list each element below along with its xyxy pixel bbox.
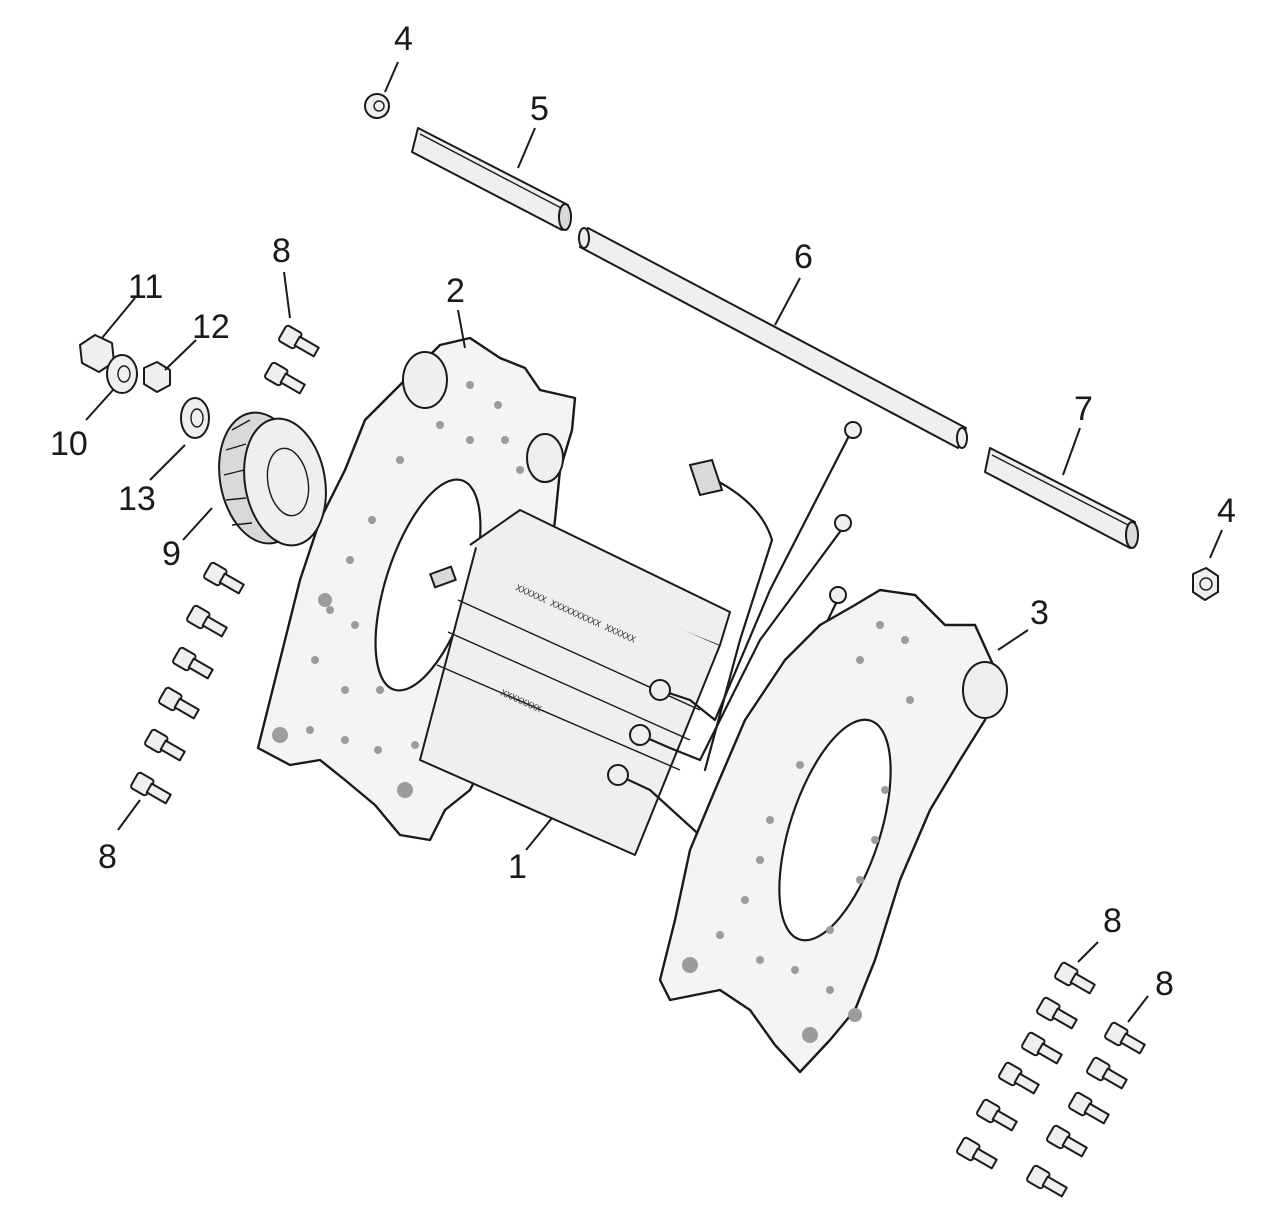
bolt	[130, 771, 172, 805]
bolt	[1026, 1164, 1068, 1198]
bolt	[203, 561, 245, 595]
callout-6: 6	[794, 238, 813, 276]
callout-3: 3	[1030, 594, 1049, 632]
bolt	[158, 686, 200, 720]
nut-part-12	[143, 361, 171, 393]
bolt	[956, 1136, 998, 1170]
bolt	[1104, 1021, 1146, 1055]
nut-part-4-right	[1192, 567, 1219, 601]
rail-part-7	[984, 447, 1139, 549]
bolt	[1046, 1124, 1088, 1158]
bolt	[1054, 961, 1096, 995]
bolt	[1086, 1056, 1128, 1090]
callout-8-right-a: 8	[1103, 902, 1122, 940]
bolt	[264, 361, 306, 395]
rod-part-6	[578, 227, 968, 449]
callout-2: 2	[446, 272, 465, 310]
callout-1: 1	[508, 848, 527, 886]
callout-4-top: 4	[394, 20, 413, 58]
bolt	[976, 1098, 1018, 1132]
callout-13: 13	[118, 480, 156, 518]
callout-8-top: 8	[272, 232, 291, 270]
bolt	[998, 1061, 1040, 1095]
plate-3-holes	[682, 621, 914, 1043]
leader-lines	[85, 61, 1223, 1023]
bolts-part-8	[130, 324, 1146, 1198]
callout-10: 10	[50, 425, 88, 463]
bolt	[1021, 1031, 1063, 1065]
callout-9: 9	[162, 535, 181, 573]
callout-4-right: 4	[1217, 492, 1236, 530]
cooler-body-part-1: XXXXXX XXXXXXXXXX XXXXXX XXXXXXXX	[419, 421, 862, 856]
bolt	[186, 604, 228, 638]
callout-8-right-b: 8	[1155, 965, 1174, 1003]
plate-part-3	[658, 588, 1008, 1074]
callout-7: 7	[1074, 390, 1093, 428]
bolt	[172, 646, 214, 680]
washer-part-10	[106, 354, 138, 394]
rail-part-5	[411, 127, 572, 231]
callout-12: 12	[192, 308, 230, 346]
bolt	[144, 728, 186, 762]
callouts: 4 5 6 7 4 2 3 1 8 8 8 8 9 10 11 12 13	[50, 20, 1236, 1003]
bolt	[1068, 1091, 1110, 1125]
washer-part-13	[180, 397, 210, 439]
callout-11: 11	[128, 268, 163, 306]
pulley-part-9	[218, 411, 327, 547]
bolt	[278, 324, 320, 358]
bolt	[1036, 996, 1078, 1030]
callout-5: 5	[530, 90, 549, 128]
nut-part-4-top	[364, 93, 390, 119]
callout-8-left: 8	[98, 838, 117, 876]
